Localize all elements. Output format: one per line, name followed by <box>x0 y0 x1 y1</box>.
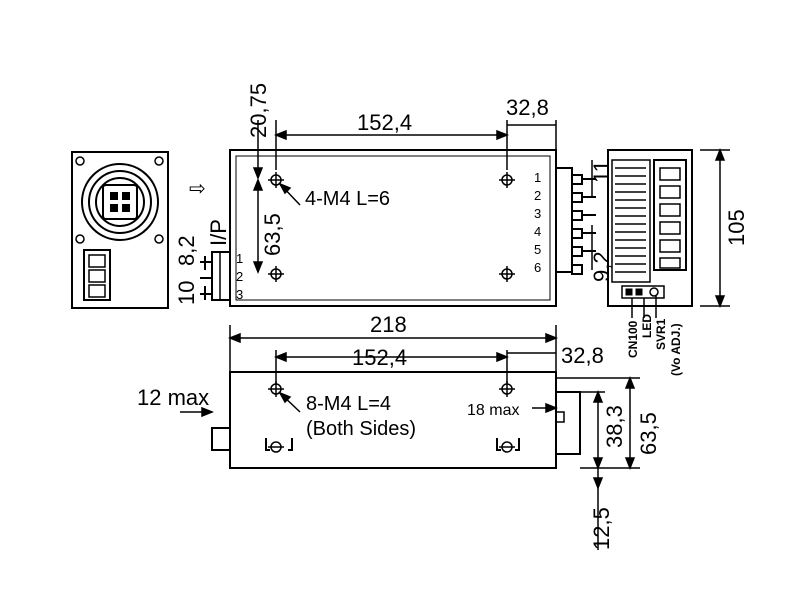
dim-side-inner: 38,3 <box>602 405 627 448</box>
bottom-screw-label: 8-M4 L=4 <box>306 393 391 415</box>
dim-bottom-total: 218 <box>370 312 407 337</box>
input-pin-1: 1 <box>236 251 243 266</box>
dim-side-outer: 63,5 <box>636 412 661 455</box>
side-dimension-lines <box>631 147 730 318</box>
input-pin-3: 3 <box>236 287 243 302</box>
input-pin-2: 2 <box>236 269 243 284</box>
dim-pin-pitch-a: 11 <box>589 160 614 183</box>
dim-bottom-right: 32,8 <box>561 343 604 368</box>
svr1-label: SVR1 <box>654 318 668 350</box>
dim-top-right: 32,8 <box>506 95 549 120</box>
dim-top-span: 152,4 <box>357 110 412 135</box>
end-view <box>71 151 169 309</box>
dim-bottom-offset: 12,5 <box>589 507 614 550</box>
top-screw-label: 4-M4 L=6 <box>305 188 390 210</box>
output-pin-6: 6 <box>534 260 541 275</box>
ip-label: I/P <box>206 219 231 246</box>
dim-terminal-max: 18 max <box>467 402 519 419</box>
dim-bottom-span: 152,4 <box>352 345 407 370</box>
vo-adj-label: (Vo ADJ.) <box>669 323 683 376</box>
cn100-label: CN100 <box>626 320 640 358</box>
top-dimension-lines <box>219 120 593 300</box>
dim-ip-bottom: 10 <box>174 281 199 305</box>
dim-connector-max: 12 max <box>137 385 209 410</box>
bottom-dimension-lines <box>180 325 640 550</box>
output-pin-1: 1 <box>534 170 541 185</box>
side-view <box>607 149 693 307</box>
input-connector-end <box>83 249 111 301</box>
dim-pin-pitch-b: 9,2 <box>589 251 614 282</box>
output-pin-5: 5 <box>534 242 541 257</box>
output-pin-2: 2 <box>534 188 541 203</box>
output-pin-3: 3 <box>534 206 541 221</box>
dim-side-height: 105 <box>724 209 749 246</box>
fan-hub <box>102 184 138 220</box>
dim-ip-top: 8,2 <box>174 235 199 266</box>
top-view <box>200 149 596 307</box>
dim-top-offset: 20,75 <box>246 83 271 138</box>
dim-front-height: 63,5 <box>260 213 285 256</box>
bottom-screw-note: (Both Sides) <box>306 418 416 440</box>
view-arrow: ⇨ <box>189 178 206 200</box>
output-pin-4: 4 <box>534 224 541 239</box>
led-label: LED <box>640 314 654 338</box>
fan-outer-ring <box>81 163 159 241</box>
